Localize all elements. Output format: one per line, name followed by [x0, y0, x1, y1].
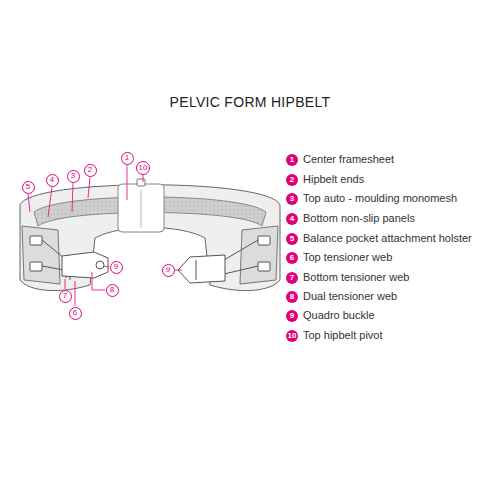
- part-name: Balance pocket attachment holster: [303, 232, 472, 245]
- callout-number: 9: [166, 266, 170, 274]
- legend-item: 2 Hipbelt ends: [286, 173, 364, 186]
- callout-number: 6: [286, 252, 298, 264]
- part-name: Top auto - moulding monomesh: [303, 192, 457, 205]
- part-name: Top tensioner web: [303, 251, 392, 264]
- callout-number: 10: [139, 164, 148, 172]
- diagram-title: PELVIC FORM HIPBELT: [170, 94, 331, 110]
- legend-item: 1 Center framesheet: [286, 153, 394, 166]
- callout-circle: 7: [59, 290, 72, 303]
- callout-number: 4: [50, 176, 54, 184]
- legend-item: 3 Top auto - moulding monomesh: [286, 192, 457, 205]
- callout-number: 5: [286, 233, 298, 245]
- part-name: Center framesheet: [303, 153, 394, 166]
- callout-number: 2: [88, 166, 92, 174]
- legend-item: 7 Bottom tensioner web: [286, 271, 409, 284]
- callout-number: 5: [26, 183, 30, 191]
- part-name: Top hipbelt pivot: [303, 329, 383, 342]
- callout-number: 6: [73, 309, 77, 317]
- callout-number: 3: [286, 193, 298, 205]
- belt-body: [20, 179, 280, 291]
- legend-item: 9 Quadro buckle: [286, 309, 375, 322]
- quadro-buckle: [62, 252, 225, 283]
- callout-circle: 3: [67, 170, 80, 183]
- part-name: Bottom tensioner web: [303, 271, 409, 284]
- part-name: Hipbelt ends: [303, 173, 364, 186]
- callout-circle: 4: [46, 174, 59, 187]
- callout-number: 9: [114, 263, 118, 271]
- legend-item: 6 Top tensioner web: [286, 251, 392, 264]
- callout-number: 7: [286, 272, 298, 284]
- callout-circle: 9: [110, 261, 123, 274]
- callout-circle: 1: [121, 152, 134, 165]
- callout-number: 1: [286, 154, 298, 166]
- callout-circle: 5: [22, 181, 35, 194]
- part-name: Bottom non-slip panels: [303, 212, 415, 225]
- part-name: Quadro buckle: [303, 309, 375, 322]
- legend-item: 10 Top hipbelt pivot: [286, 329, 383, 342]
- leader-lines: [28, 165, 182, 306]
- callout-number: 3: [71, 172, 75, 180]
- legend-item: 8 Dual tensioner web: [286, 290, 397, 303]
- callout-number: 2: [286, 174, 298, 186]
- callout-number: 9: [286, 310, 298, 322]
- legend-item: 4 Bottom non-slip panels: [286, 212, 415, 225]
- callout-circle: 8: [106, 284, 119, 297]
- callout-number: 8: [110, 286, 114, 294]
- callout-number: 7: [63, 292, 67, 300]
- callout-circle: 2: [84, 164, 97, 177]
- callout-circle: 10: [136, 161, 150, 175]
- callout-number: 8: [286, 291, 298, 303]
- tensioner-webs: [42, 240, 258, 280]
- callout-number: 4: [286, 213, 298, 225]
- callout-circle: 9: [162, 264, 175, 277]
- part-name: Dual tensioner web: [303, 290, 397, 303]
- callout-number: 10: [286, 330, 298, 342]
- callout-circle: 6: [69, 307, 82, 320]
- legend-item: 5 Balance pocket attachment holster: [286, 232, 472, 245]
- callout-number: 1: [125, 154, 129, 162]
